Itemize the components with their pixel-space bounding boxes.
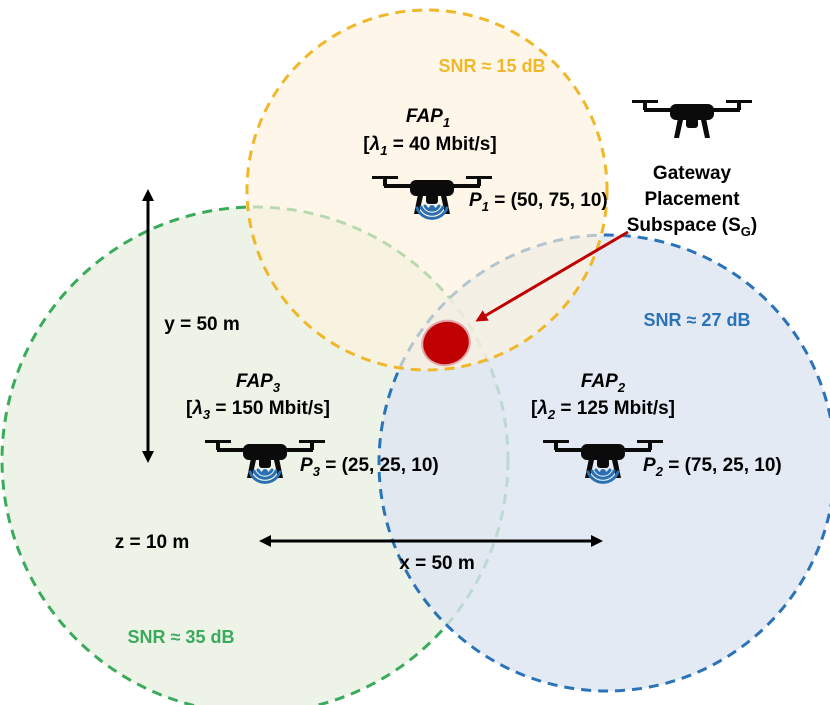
fap3-position: P3 = (25, 25, 10) (300, 455, 439, 479)
fap2-snr-label: SNR ≈ 27 dB (644, 310, 751, 330)
fap2-position: P2 = (75, 25, 10) (643, 455, 782, 479)
fap3-snr-label: SNR ≈ 35 dB (128, 627, 235, 647)
y-dimension-label: y = 50 m (164, 314, 240, 335)
fap1-snr-label: SNR ≈ 15 dB (439, 56, 546, 76)
gateway-label-line2: Placement (644, 189, 740, 210)
fap1-name: FAP1 (406, 106, 450, 130)
gateway-label-line1: Gateway (653, 163, 732, 184)
fap2-name: FAP2 (581, 371, 626, 395)
fap1-position: P1 = (50, 75, 10) (469, 190, 608, 214)
fap2-rate: [λ2 = 125 Mbit/s] (531, 398, 675, 422)
gateway-subspace-marker (421, 319, 471, 367)
gateway-pointer-arrow (475, 230, 629, 322)
fap3-name: FAP3 (236, 371, 281, 395)
gateway-drone-icon (632, 100, 752, 138)
fap1-rate: [λ1 = 40 Mbit/s] (363, 134, 496, 158)
z-dimension-label: z = 10 m (115, 532, 189, 553)
fap3-rate: [λ3 = 150 Mbit/s] (186, 398, 330, 422)
x-dimension-label: x = 50 m (399, 553, 475, 574)
gateway-label-line3: Subspace (SG) (627, 215, 758, 239)
